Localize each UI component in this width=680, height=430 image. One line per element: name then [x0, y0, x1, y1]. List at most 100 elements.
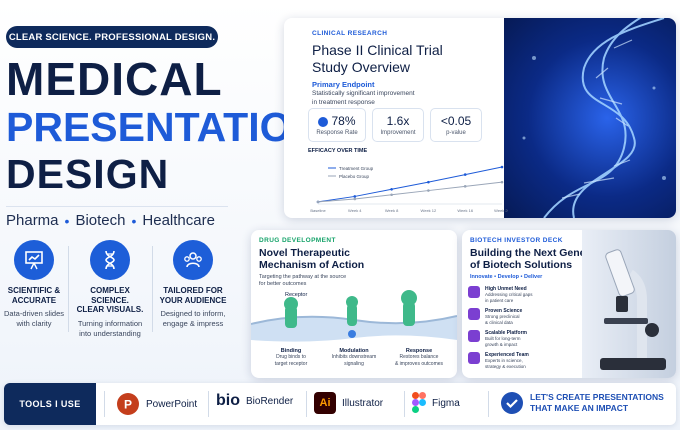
stat-label: Improvement	[380, 130, 416, 136]
dna-icon	[90, 240, 130, 280]
divider	[6, 206, 228, 207]
target-icon	[468, 286, 480, 298]
biorender-icon: bio	[216, 392, 240, 409]
footer-separator	[104, 391, 105, 417]
data-point	[390, 188, 393, 191]
flask-icon	[468, 308, 480, 320]
sector-healthcare: Healthcare	[142, 212, 215, 229]
tagline-pill: CLEAR SCIENCE. PROFESSIONAL DESIGN.	[6, 26, 218, 48]
step-response: Response Restores balance& improves outc…	[387, 348, 451, 367]
audience-icon	[173, 240, 213, 280]
microscope-image	[582, 230, 676, 378]
sector-biotech: Biotech	[75, 212, 126, 229]
headline-presentation: PRESENTATION	[6, 104, 322, 150]
data-point	[316, 200, 320, 204]
x-tick-label: Week 20	[494, 208, 508, 213]
stat-label: Response Rate	[316, 130, 358, 136]
x-tick-label: Week 16	[457, 208, 473, 213]
step-label: Modulation	[339, 348, 369, 354]
primary-endpoint-label: Primary Endpoint	[312, 80, 375, 89]
team-icon	[468, 352, 480, 364]
sector-pharma: Pharma	[6, 212, 59, 229]
data-point	[390, 193, 393, 197]
data-point	[427, 189, 430, 192]
illustrator-icon: Ai	[314, 392, 336, 414]
tool-biorender: bio BioRender	[216, 392, 294, 409]
feature-separator	[68, 246, 69, 332]
data-point	[463, 173, 467, 176]
tool-figma: Figma	[412, 392, 460, 414]
data-point	[427, 180, 430, 184]
data-point	[463, 185, 467, 188]
growth-icon	[468, 330, 480, 342]
sector-separator: •	[131, 212, 137, 229]
feature-desc: Designed to inform,engage & impress	[160, 309, 226, 328]
headline-design: DESIGN	[6, 151, 170, 197]
x-tick-label: Baseline	[310, 208, 326, 213]
feature-complex-science: COMPLEX SCIENCE.CLEAR VISUALS. Turning i…	[72, 240, 148, 338]
tool-powerpoint: P PowerPoint	[116, 392, 197, 416]
data-point	[353, 197, 357, 201]
footer-separator	[208, 391, 209, 417]
stat-value: 78%	[309, 114, 365, 128]
sector-separator: •	[64, 212, 70, 229]
stat-response-rate: 78% Response Rate	[308, 108, 366, 142]
stat-value: 1.6x	[386, 114, 410, 128]
footer-separator	[488, 391, 489, 417]
check-circle-icon	[501, 392, 523, 414]
x-tick-label: Week 8	[385, 208, 399, 213]
series-line-0	[317, 166, 503, 203]
sector-list: Pharma • Biotech • Healthcare	[6, 212, 215, 229]
tool-illustrator: Ai Illustrator	[314, 392, 383, 414]
feature-title: SCIENTIFIC &ACCURATE	[7, 286, 61, 305]
stat-value: <0.05	[440, 114, 472, 128]
footer-separator	[404, 391, 405, 417]
x-tick-label: Week 4	[348, 208, 362, 213]
figma-icon	[412, 392, 426, 413]
x-tick-label: Week 12	[421, 208, 437, 213]
slide-tagline: Innovate • Develop • Deliver	[470, 274, 543, 280]
biotech-slide: BIOTECH INVESTOR DECK Building the Next …	[462, 230, 676, 378]
tools-label: TOOLS I USE	[4, 383, 96, 425]
pie-icon	[318, 116, 329, 127]
chart-title: EFFICACY OVER TIME	[308, 148, 368, 154]
data-point	[500, 165, 504, 169]
receptor-label: Receptor	[285, 292, 308, 298]
efficacy-line-chart: EFFICACY OVER TIME Treatment GroupPlacebo…	[308, 148, 508, 213]
data-point	[500, 180, 504, 184]
data-point	[353, 195, 357, 198]
series-line-1	[317, 181, 503, 203]
stat-p-value: <0.05 p-value	[430, 108, 482, 142]
powerpoint-icon: P	[117, 393, 139, 415]
slide-kicker: BIOTECH INVESTOR DECK	[470, 237, 563, 244]
step-desc: Restores balance& improves outcomes	[394, 354, 444, 367]
legend-label: Treatment Group	[339, 166, 374, 171]
slide-kicker: CLINICAL RESEARCH	[312, 30, 388, 37]
footer-separator	[306, 391, 307, 417]
headline-medical: MEDICAL	[6, 53, 223, 105]
clinical-trial-slide: CLINICAL RESEARCH Phase II Clinical Tria…	[284, 18, 676, 218]
stat-label: p-value	[446, 130, 466, 136]
dna-helix-image	[504, 18, 676, 218]
chart-presentation-icon	[14, 240, 54, 280]
legend-label: Placebo Group	[339, 174, 370, 179]
